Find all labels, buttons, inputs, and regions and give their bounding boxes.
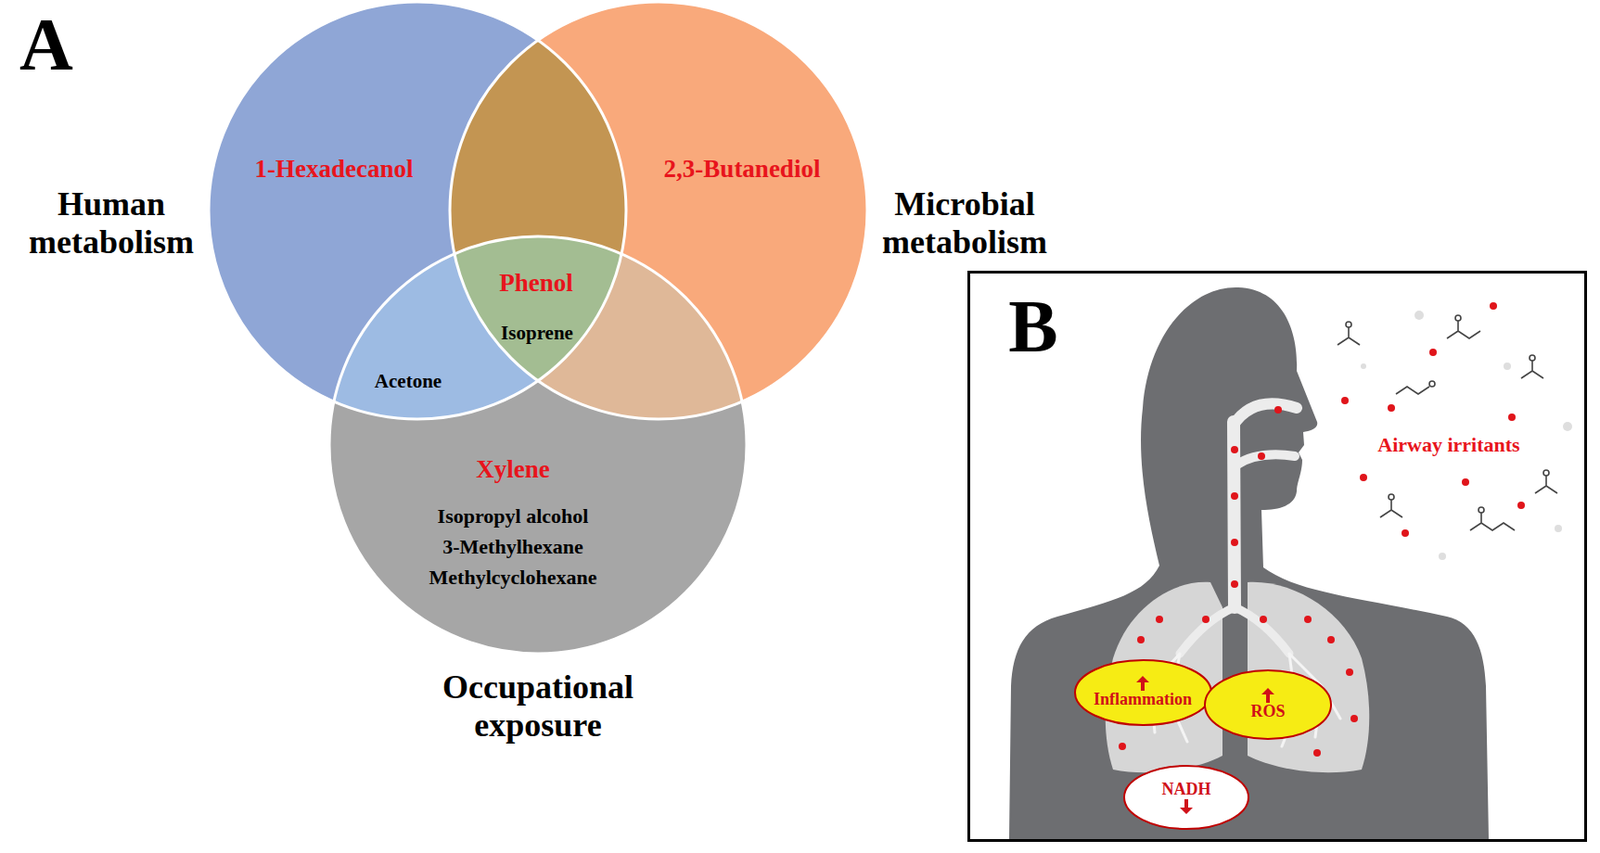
up-arrow	[1136, 676, 1150, 692]
venn-set-region: 2,3-ButanediolMicrobial metabolism	[449, 1, 868, 420]
venn-overlap	[329, 236, 747, 654]
venn-outline	[208, 1, 868, 654]
up-arrow	[1261, 688, 1275, 704]
oval-shape	[1075, 660, 1212, 726]
arrow-shape	[1261, 688, 1275, 704]
set-heading: Occupational exposure	[426, 668, 650, 746]
airway	[1179, 403, 1297, 654]
venn-overlap	[329, 236, 747, 654]
set-heading: Microbial metabolism	[871, 185, 1058, 263]
set-heading: Human metabolism	[18, 185, 205, 263]
panel-frame: B InflammationROS NADH	[967, 270, 1588, 843]
state-label: ROS	[1250, 703, 1285, 722]
human-silhouette	[1009, 287, 1489, 840]
state-oval: ROS	[1203, 668, 1333, 742]
oval-content: Inflammation	[1073, 658, 1214, 728]
venn-set	[329, 236, 747, 654]
venn-overlap	[329, 236, 747, 654]
compound-name: 3-Methylhexane	[442, 535, 584, 559]
state-label: NADH	[1162, 780, 1212, 800]
compound-name: 1-Hexadecanol	[255, 154, 414, 184]
state-oval: Inflammation	[1073, 658, 1214, 728]
arrow-shape	[1179, 799, 1193, 815]
venn-set-region: XyleneIsopropyl alcohol 3-MethylhexaneMet…	[329, 236, 747, 654]
oval-content: ROS	[1203, 668, 1333, 742]
panel-letter: B	[1008, 283, 1058, 370]
state-oval: NADH	[1122, 764, 1251, 832]
compound-name: Isopropyl alcohol	[437, 504, 589, 528]
oval-shape	[1204, 670, 1332, 740]
haze-dots	[1360, 310, 1573, 561]
arrow-shape	[1136, 676, 1150, 692]
oval-shape	[1124, 766, 1249, 830]
venn-set-region: Human metabolism1-Hexadecanol	[208, 1, 627, 420]
down-arrow	[1179, 799, 1193, 815]
oval-content: NADH	[1122, 764, 1251, 832]
compound-name: Isoprene	[500, 321, 574, 345]
molecule-sketches	[1337, 315, 1558, 531]
compound-name: 2,3-Butanediol	[664, 154, 821, 184]
state-label: Inflammation	[1093, 691, 1192, 710]
compound-name: Phenol	[499, 268, 574, 298]
callout-label: Airway irritants	[1377, 433, 1520, 457]
compound-name: Acetone	[374, 370, 442, 393]
compound-name: Xylene	[475, 455, 550, 485]
panel-letter: A	[19, 1, 74, 88]
compound-name: Methylcyclohexane	[429, 565, 598, 589]
